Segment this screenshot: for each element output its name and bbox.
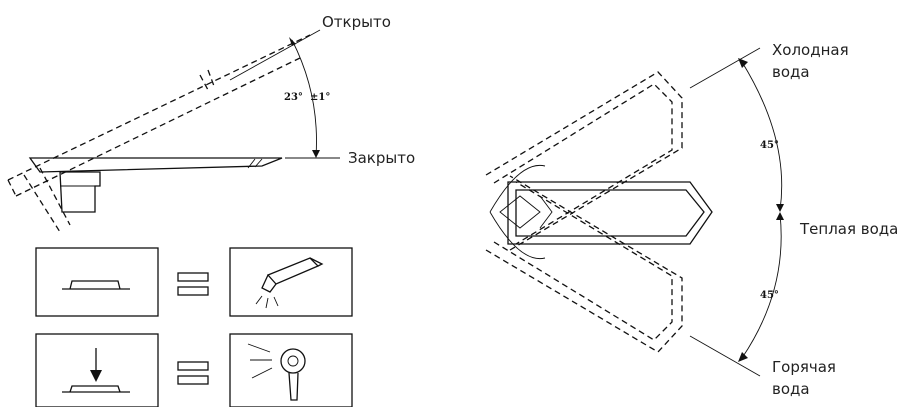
arrow-down-icon: [90, 348, 102, 382]
box-lever-closed: [35, 247, 159, 317]
label-hot-line2: вода: [772, 380, 810, 398]
lever-closed-body: [28, 157, 283, 173]
spout-icon: [255, 257, 324, 309]
angle-arc: [291, 39, 317, 157]
box-lever-pressed: [35, 333, 159, 407]
angle-top: 45°: [760, 140, 779, 151]
label-cold-line2: вода: [772, 63, 810, 81]
hand-shower-icon: [247, 343, 306, 401]
box-spout: [229, 247, 353, 317]
lever-pressed-icon: [62, 385, 130, 393]
label-open: Открыто: [322, 13, 391, 31]
lever-base: [59, 171, 101, 213]
lever-hot-dashed: [485, 175, 683, 353]
lever-side-view: 23° ±1° Открыто Закрыто: [7, 13, 415, 233]
label-closed: Закрыто: [348, 149, 415, 167]
label-hot-line1: Горячая: [772, 358, 836, 376]
lever-warm-outline: [507, 181, 713, 245]
lever-closed-icon: [62, 280, 130, 290]
angle-value: 23°: [284, 92, 303, 103]
arc-warm-to-hot: [741, 213, 782, 359]
lever-cold-dashed: [485, 71, 683, 251]
angle-bottom: 45°: [760, 290, 779, 301]
function-legend: [35, 247, 353, 407]
lever-top-view: 45° 45° Холодная вода Теплая вода Горяча…: [485, 41, 898, 398]
arc-cold-to-warm: [741, 61, 783, 211]
equals-icon: [177, 272, 209, 296]
label-warm: Теплая вода: [799, 220, 898, 238]
label-cold-line1: Холодная: [772, 41, 849, 59]
box-hand-shower: [229, 333, 353, 407]
angle-tolerance: ±1°: [310, 92, 330, 103]
lever-open-dashed: [7, 34, 311, 233]
equals-icon: [177, 361, 209, 385]
